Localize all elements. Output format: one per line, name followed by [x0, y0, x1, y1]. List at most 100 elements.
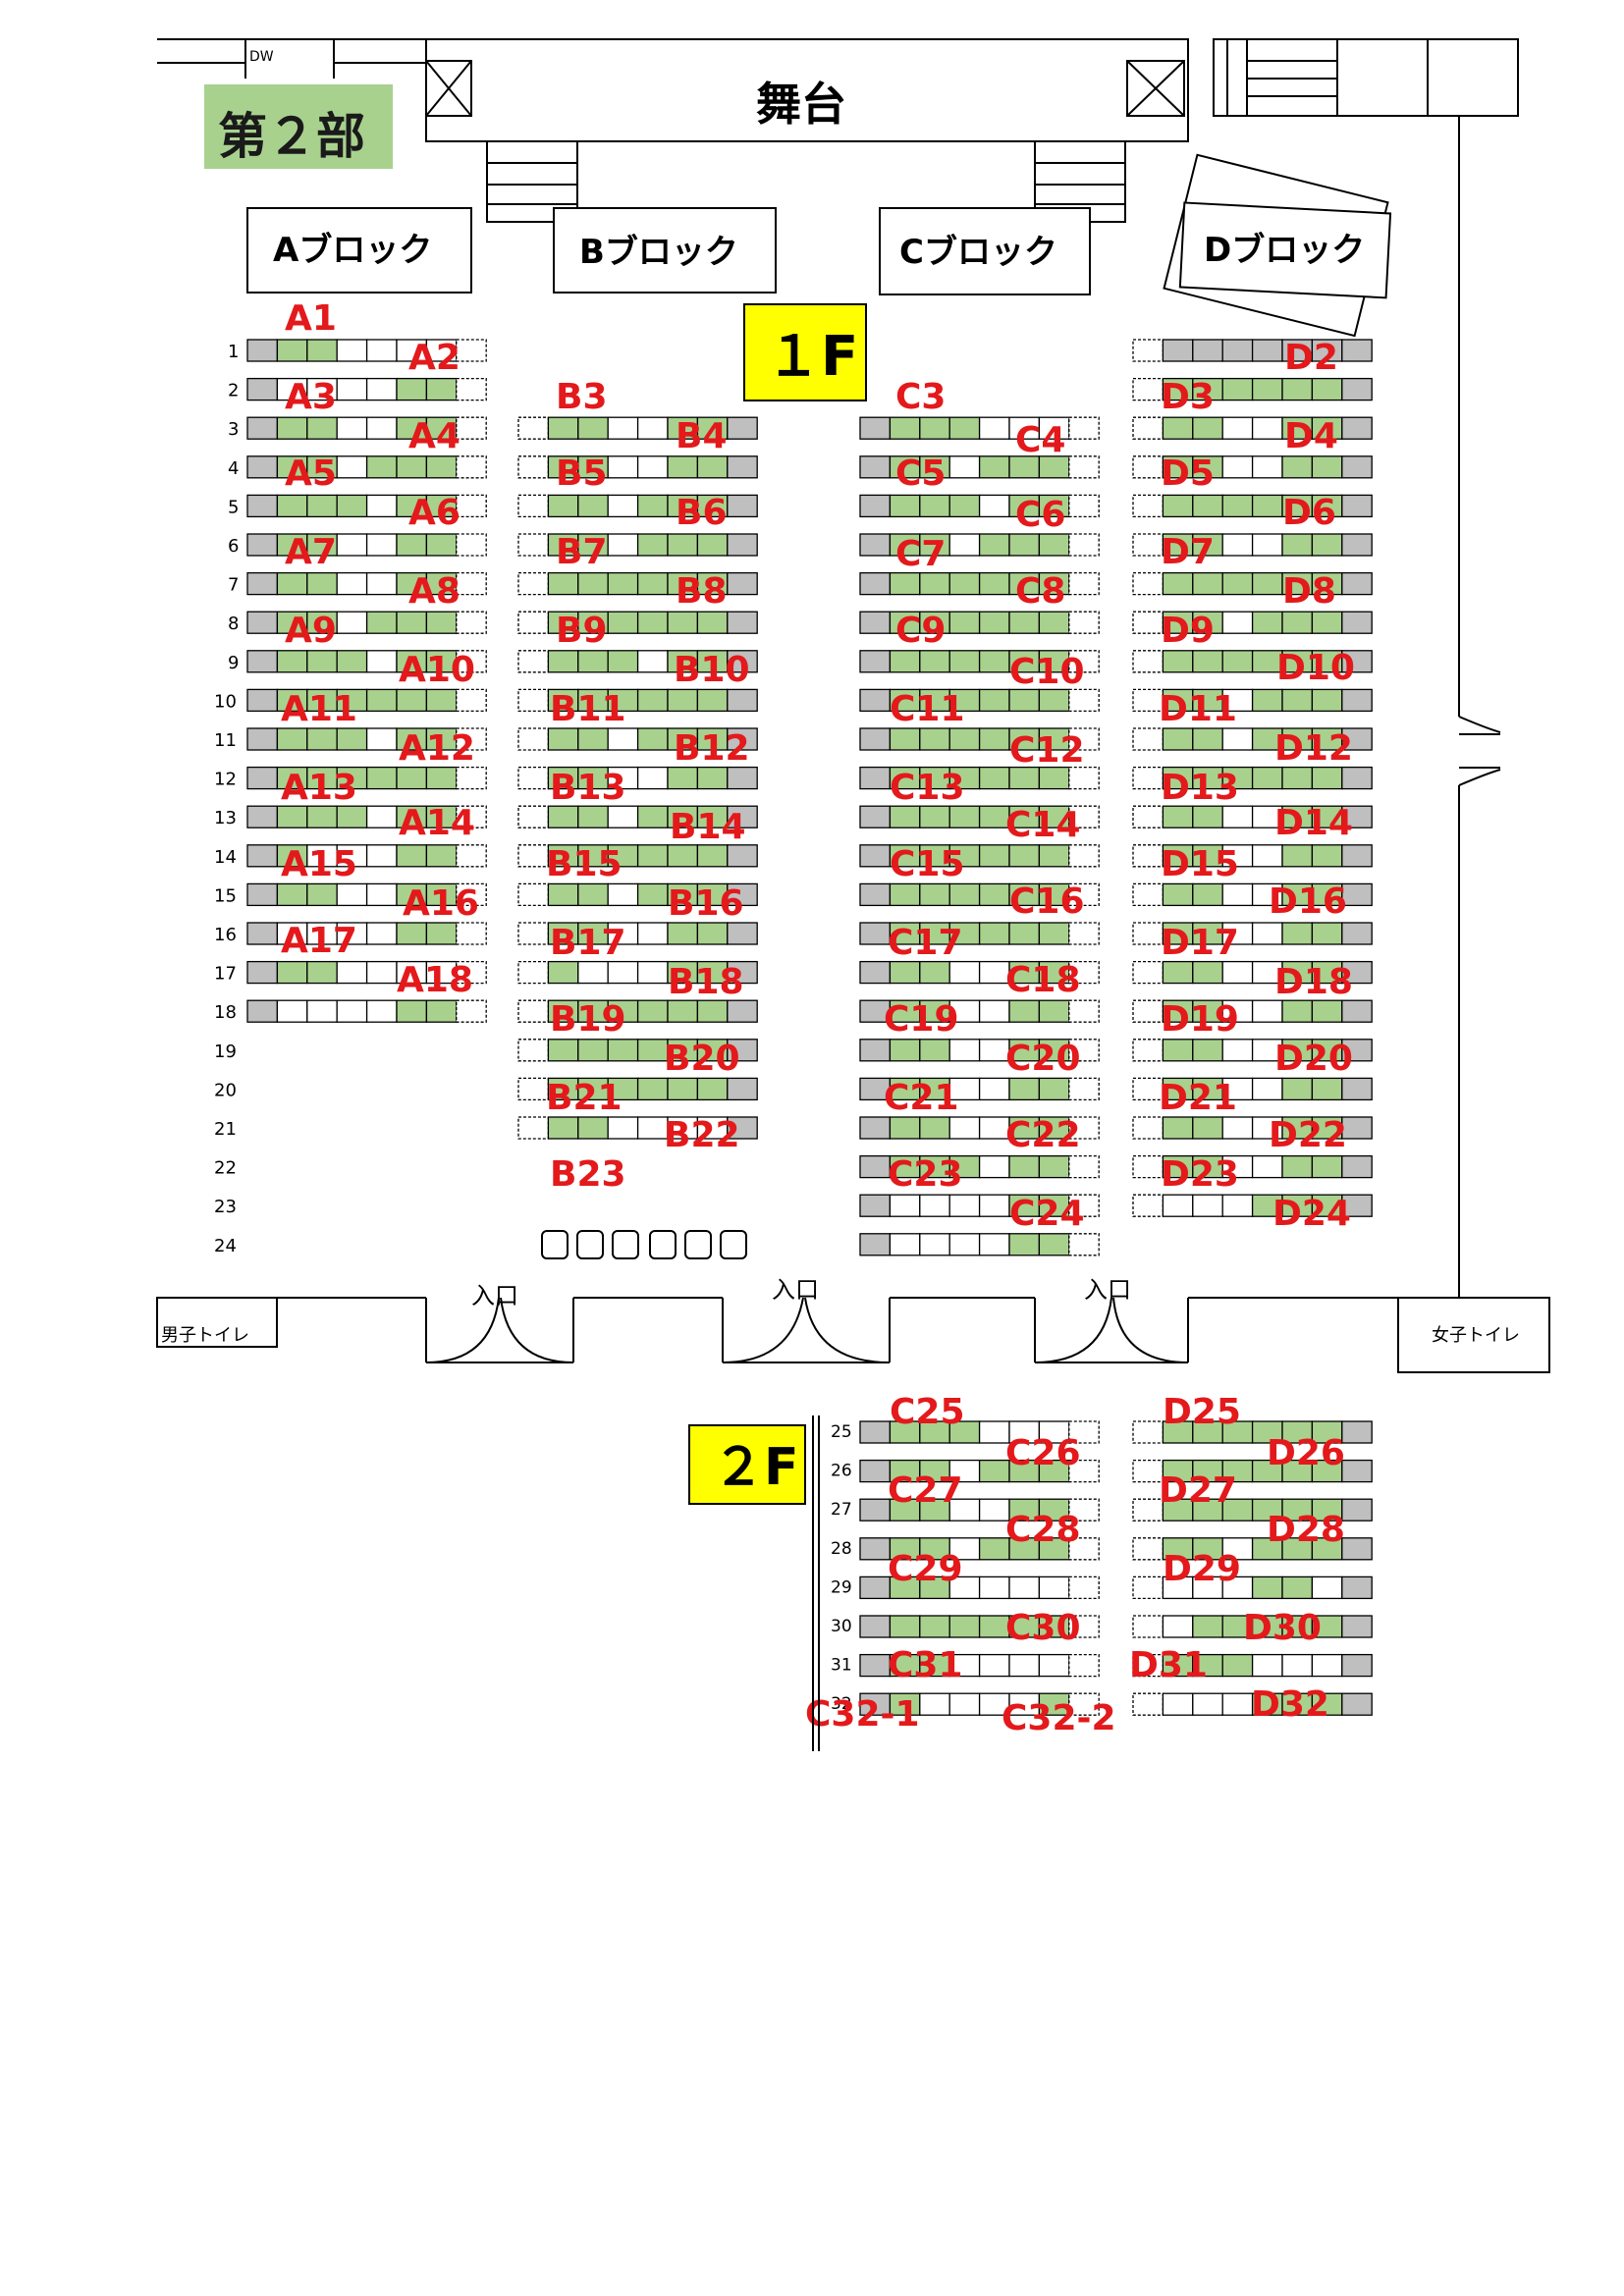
seat-label: A1: [285, 298, 337, 339]
seat: [1221, 1194, 1254, 1217]
seat-label: B8: [676, 571, 728, 612]
row-number: 6: [228, 536, 239, 557]
seat: [889, 1039, 921, 1062]
seat: [1341, 999, 1373, 1023]
seat: [1162, 882, 1194, 907]
seat: [1281, 377, 1314, 401]
seat: [1068, 805, 1100, 828]
seat: [456, 650, 487, 673]
seat: [636, 1077, 669, 1101]
seat: [246, 727, 279, 751]
seat: [456, 727, 487, 751]
seat-row-c: [859, 922, 1100, 945]
seat-row-b: [517, 571, 758, 596]
seat: [859, 805, 892, 828]
seat: [919, 1194, 950, 1217]
seat: [889, 1615, 921, 1638]
seat: [1251, 1653, 1283, 1678]
seat: [1068, 1077, 1100, 1101]
seat-label: D5: [1161, 454, 1215, 494]
seat: [636, 805, 669, 828]
entrance-label-3: 入口: [1084, 1276, 1131, 1304]
seat: [1162, 1692, 1194, 1716]
seat-row-a: [246, 727, 487, 751]
seat: [577, 416, 609, 440]
floor-2f-label: ２F: [713, 1438, 799, 1497]
seat: [306, 339, 338, 362]
seat: [246, 416, 279, 440]
seat: [425, 922, 458, 945]
seat: [456, 882, 487, 907]
seat-row-c: [859, 766, 1100, 790]
seat: [1008, 688, 1041, 713]
seat-row-d: [1132, 922, 1373, 945]
seat: [1341, 922, 1373, 945]
seat: [1068, 999, 1100, 1023]
row-number: 25: [831, 1422, 852, 1442]
seat: [547, 727, 579, 751]
seat: [1281, 844, 1314, 868]
seat: [607, 960, 639, 985]
seat: [1038, 1077, 1070, 1101]
seat: [246, 377, 279, 401]
seat: [365, 339, 398, 362]
seat: [276, 882, 308, 907]
seat: [336, 805, 368, 828]
seat: [1132, 844, 1164, 868]
seat: [1251, 688, 1283, 713]
floor-1f-badge: [743, 303, 867, 401]
seat: [517, 999, 550, 1023]
seat: [1038, 1653, 1070, 1678]
seat: [1251, 494, 1283, 518]
seat: [978, 416, 1010, 440]
seat: [859, 844, 892, 868]
seat-label: D8: [1282, 571, 1336, 612]
seat-row-c2: [859, 1653, 1100, 1678]
seat: [425, 844, 458, 868]
seat: [889, 960, 921, 985]
seat: [859, 1154, 892, 1179]
seat: [1221, 339, 1254, 362]
seat-row-b: [517, 805, 758, 828]
row-number: 30: [831, 1617, 852, 1636]
seat: [948, 494, 981, 518]
seat: [365, 960, 398, 985]
seat: [306, 494, 338, 518]
seat: [517, 1039, 550, 1062]
seat-row-d: [1132, 1194, 1373, 1217]
seat: [1251, 611, 1283, 634]
seat: [365, 844, 398, 868]
seat-label: C16: [1009, 881, 1085, 922]
seat: [696, 766, 729, 790]
seat: [1341, 494, 1373, 518]
seat: [727, 766, 758, 790]
seat-row-b: [517, 611, 758, 634]
seat: [365, 922, 398, 945]
seat: [1132, 1154, 1164, 1179]
seat-label: B23: [550, 1154, 626, 1195]
row-number: 9: [228, 653, 239, 673]
seat: [1221, 533, 1254, 557]
seat: [246, 571, 279, 596]
seat-label: A13: [281, 768, 357, 808]
seat: [1132, 650, 1164, 673]
seat: [1132, 1420, 1164, 1444]
seat-label: B3: [556, 377, 608, 417]
block-a-label: Aブロック: [273, 231, 432, 270]
row-number: 13: [214, 808, 237, 828]
seat: [425, 688, 458, 713]
seat: [1192, 571, 1223, 596]
seat: [1068, 1653, 1100, 1678]
seat: [1311, 922, 1343, 945]
seat-label: D15: [1161, 844, 1239, 884]
row-number: 4: [228, 458, 239, 479]
seat: [948, 611, 981, 634]
seat: [1162, 650, 1194, 673]
seat-row-c: [859, 727, 1100, 751]
row-number: 19: [214, 1041, 237, 1062]
seat: [607, 494, 639, 518]
seat: [517, 727, 550, 751]
seat: [1341, 1039, 1373, 1062]
seat: [727, 805, 758, 828]
seat-label: C27: [888, 1470, 963, 1511]
